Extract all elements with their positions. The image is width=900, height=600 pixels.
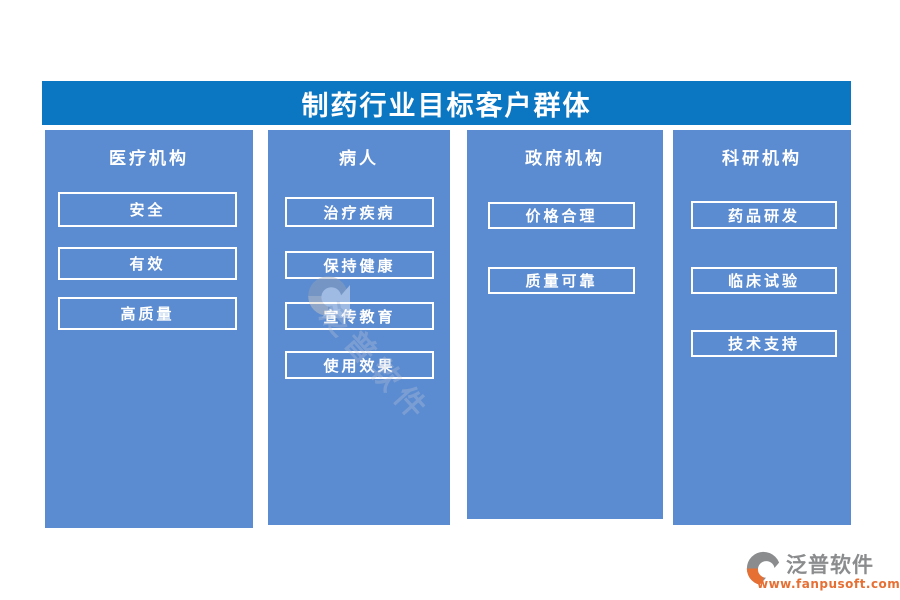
brand-name: 泛普软件 bbox=[786, 553, 874, 577]
website-url: www.fanpusoft.com bbox=[757, 577, 900, 591]
item-box-clinical-trial: 临床试验 bbox=[691, 267, 837, 294]
item-box-publicity-education: 宣传教育 bbox=[285, 302, 434, 330]
page-title: 制药行业目标客户群体 bbox=[301, 90, 592, 122]
column-government-agencies: 政府机构 价格合理 质量可靠 bbox=[467, 130, 663, 519]
item-box-tech-support: 技术支持 bbox=[691, 330, 837, 357]
item-box-effective: 有效 bbox=[58, 247, 237, 280]
item-box-reliable-quality: 质量可靠 bbox=[488, 267, 635, 294]
column-header: 医疗机构 bbox=[109, 149, 189, 169]
item-box-reasonable-price: 价格合理 bbox=[488, 202, 635, 229]
title-bar: 制药行业目标客户群体 bbox=[42, 81, 851, 125]
column-header: 政府机构 bbox=[525, 149, 605, 169]
item-box-usage-effect: 使用效果 bbox=[285, 351, 434, 379]
column-medical-institutions: 医疗机构 安全 有效 高质量 bbox=[45, 130, 253, 528]
column-header: 病人 bbox=[339, 149, 379, 169]
column-patients: 病人 治疗疾病 保持健康 宣传教育 使用效果 bbox=[268, 130, 450, 525]
item-box-keep-healthy: 保持健康 bbox=[285, 251, 434, 279]
item-box-high-quality: 高质量 bbox=[58, 297, 237, 330]
fanpu-logo-icon bbox=[746, 551, 782, 587]
column-header: 科研机构 bbox=[722, 149, 802, 169]
item-box-treat-disease: 治疗疾病 bbox=[285, 197, 434, 227]
fanpusoft-logo: 泛普软件 www.fanpusoft.com bbox=[745, 549, 900, 595]
item-box-safe: 安全 bbox=[58, 192, 237, 227]
item-box-drug-rd: 药品研发 bbox=[691, 201, 837, 229]
column-research-institutions: 科研机构 药品研发 临床试验 技术支持 bbox=[673, 130, 851, 525]
